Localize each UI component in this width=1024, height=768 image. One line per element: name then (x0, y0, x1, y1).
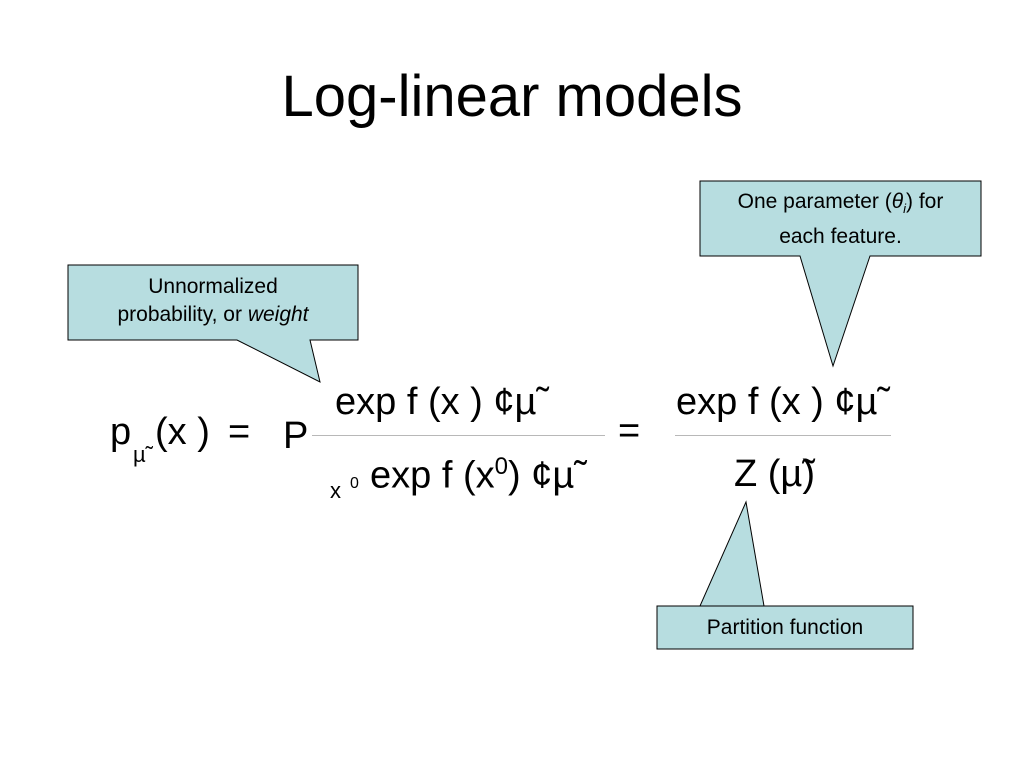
denominator-1: exp f (x0) ¢µ̃ (370, 455, 574, 495)
callout-parameter-text-b: ) for (906, 190, 944, 213)
callout-weight-text: Unnormalized probability, or weight (68, 273, 358, 329)
callout-weight-italic: weight (247, 303, 309, 326)
callout-parameter-text-a: One parameter ( (737, 190, 892, 213)
sum-symbol: P (283, 415, 309, 457)
callout-weight-shape (67, 264, 359, 383)
callout-parameter-line1: One parameter (θi) for (700, 188, 981, 223)
callout-partition-text: Partition function (657, 614, 913, 642)
formula-equals-1: = (228, 411, 251, 453)
denominator-1-a: exp f (x (370, 454, 495, 497)
sum-index: x (330, 478, 341, 503)
callout-weight-line1: Unnormalized (148, 275, 278, 298)
formula-lhs-p: p (110, 411, 132, 453)
fraction-bar-1 (312, 435, 605, 436)
formula-equals-2: = (618, 410, 641, 452)
callout-parameter-shape (699, 180, 982, 368)
theta-subscript: i (903, 201, 907, 217)
callout-parameter-line2: each feature. (779, 225, 902, 249)
denominator-2: Z (µ̃) (734, 453, 815, 495)
sum-index-prime: 0 (350, 475, 359, 492)
numerator-1: exp f (x ) ¢µ̃ (335, 381, 537, 423)
denominator-1-prime: 0 (494, 453, 508, 480)
numerator-2: exp f (x ) ¢µ̃ (676, 381, 878, 423)
denominator-1-b: ) ¢µ̃ (507, 454, 575, 497)
formula-lhs-subscript: µ̃ (133, 442, 146, 467)
fraction-bar-2 (675, 435, 891, 436)
callout-weight-line2-prefix: probability, or (117, 303, 248, 326)
callout-parameter-text: One parameter (θi) for each feature. (700, 188, 981, 251)
callout-partition-shape (656, 500, 914, 650)
formula-lhs-args: (x ) (155, 411, 210, 453)
slide-title: Log-linear models (281, 64, 743, 129)
callout-weight-line2: probability, or weight (68, 301, 358, 329)
theta-symbol: θ (891, 190, 904, 213)
callout-partition-label: Partition function (706, 616, 864, 639)
